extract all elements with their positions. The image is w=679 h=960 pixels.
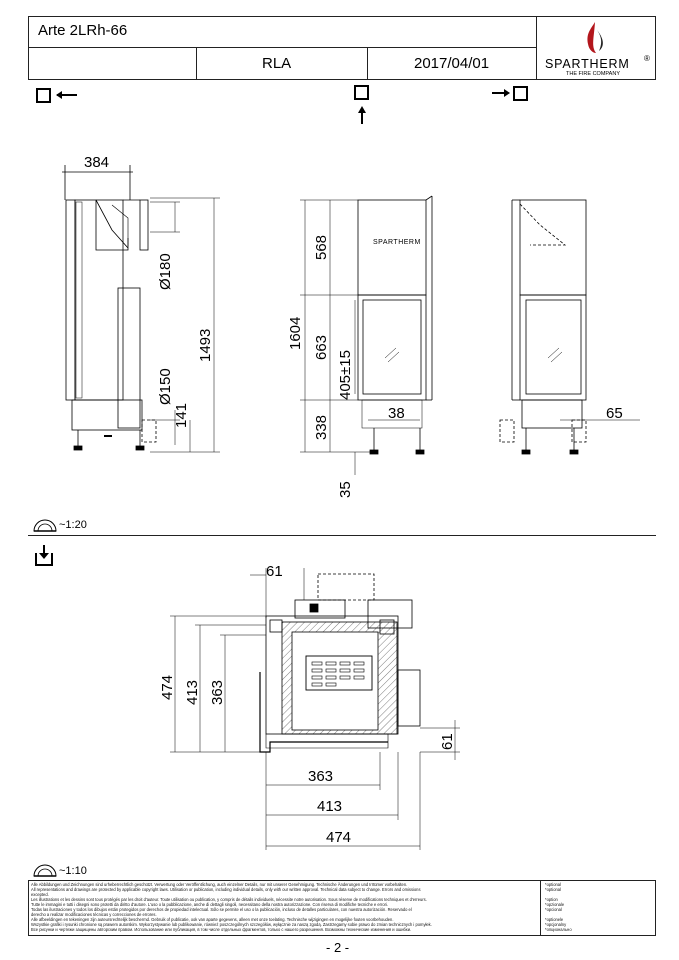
- title-block-divider: [367, 48, 368, 80]
- option-label: *optional: [545, 882, 561, 887]
- dim-side-offset: 65: [606, 405, 623, 422]
- option-label: *opzionale: [545, 902, 565, 907]
- front-plate-brand: SPARTHERM: [373, 239, 421, 246]
- dim-height-low: 141: [173, 403, 190, 428]
- dim-plan-right: 61: [439, 733, 456, 750]
- brand-tagline: THE FIRE COMPANY: [566, 71, 620, 77]
- dim-plan-v1: 474: [159, 675, 176, 700]
- legal-line: Alle afbeeldingen en tekeningen zijn aut…: [31, 917, 394, 922]
- legal-notice-box: [28, 880, 656, 936]
- legal-divider: [540, 880, 541, 936]
- title-block-divider: [28, 47, 536, 48]
- title-block: [28, 16, 656, 80]
- legal-line: Wszystkie grafiki i rysunki chronione są…: [31, 922, 432, 927]
- option-label: *optionele: [545, 917, 564, 922]
- variant-code: RLA: [262, 55, 292, 72]
- front-view: [300, 195, 433, 475]
- dim-plan-h3: 474: [326, 829, 351, 846]
- model-name: Arte 2LRh-66: [38, 22, 128, 39]
- spartherm-flame-logo: [587, 22, 603, 53]
- dim-flue-lower: Ø150: [157, 368, 174, 405]
- option-label: *опционально: [545, 927, 572, 932]
- brand-name: SPARTHERM: [545, 57, 630, 71]
- section-divider: [28, 535, 656, 536]
- option-label: *opcjonalny: [545, 922, 567, 927]
- title-block-divider: [536, 16, 537, 80]
- dim-flue-upper: Ø180: [157, 253, 174, 290]
- dim-leg-offset: 38: [388, 405, 405, 422]
- dim-plan-top: 61: [266, 563, 283, 580]
- square-arrow-up-icon: [354, 85, 369, 124]
- dim-plan-h1: 363: [308, 768, 333, 785]
- legal-line: Alle Abbildungen und Zeichnungen sind ur…: [31, 882, 408, 887]
- scale-icon: [33, 864, 57, 877]
- side-view-right: [499, 199, 640, 455]
- legal-line: Tutte le immagini e tutti i disegni sono…: [31, 902, 389, 907]
- legal-line: All representations and drawings are pro…: [31, 887, 421, 892]
- legal-line: Les illustrations et les dessins sont to…: [31, 897, 427, 902]
- legal-line: Todas las ilustraciones y todos los dibu…: [31, 907, 412, 912]
- dim-front-upper: 568: [313, 235, 330, 260]
- scale-label-plan: ~1:10: [59, 865, 87, 877]
- dim-front-total: 1604: [287, 317, 304, 350]
- side-view-left: [62, 165, 220, 453]
- scale-icon: [33, 519, 57, 532]
- dim-door-height: 663: [313, 335, 330, 360]
- scale-label-elevation: ~1:20: [59, 519, 87, 531]
- option-label: *opcional: [545, 907, 562, 912]
- plan-view-icon: [35, 545, 53, 566]
- legal-line: Все рисунки и чертежи защищены авторским…: [31, 927, 412, 932]
- dim-width-side: 384: [84, 154, 109, 171]
- registered-mark: ®: [644, 54, 650, 63]
- option-label: *optional: [545, 887, 561, 892]
- option-label: *option: [545, 897, 558, 902]
- elevation-views: 384 Ø180 Ø150 1493 141 568 1604 663 405±…: [62, 154, 640, 498]
- dim-plan-v2: 413: [184, 680, 201, 705]
- legal-line: excepted.: [31, 892, 49, 897]
- legal-line: derecho a realizar modificaciones técnic…: [31, 912, 157, 917]
- plan-view: 61 61 474 413 363 363 413 474: [159, 563, 460, 850]
- dim-foot: 35: [337, 481, 354, 498]
- dim-plan-h2: 413: [317, 798, 342, 815]
- dim-height-total: 1493: [197, 329, 214, 362]
- dim-base-height: 338: [313, 415, 330, 440]
- page-number: - 2 -: [326, 940, 350, 955]
- title-block-divider: [196, 48, 197, 80]
- arrow-right-square-icon: [492, 86, 528, 101]
- dim-plan-v3: 363: [209, 680, 226, 705]
- drawing-date: 2017/04/01: [414, 55, 490, 72]
- dim-glass-height: 405±15: [337, 350, 354, 400]
- square-arrow-left-icon: [36, 88, 77, 103]
